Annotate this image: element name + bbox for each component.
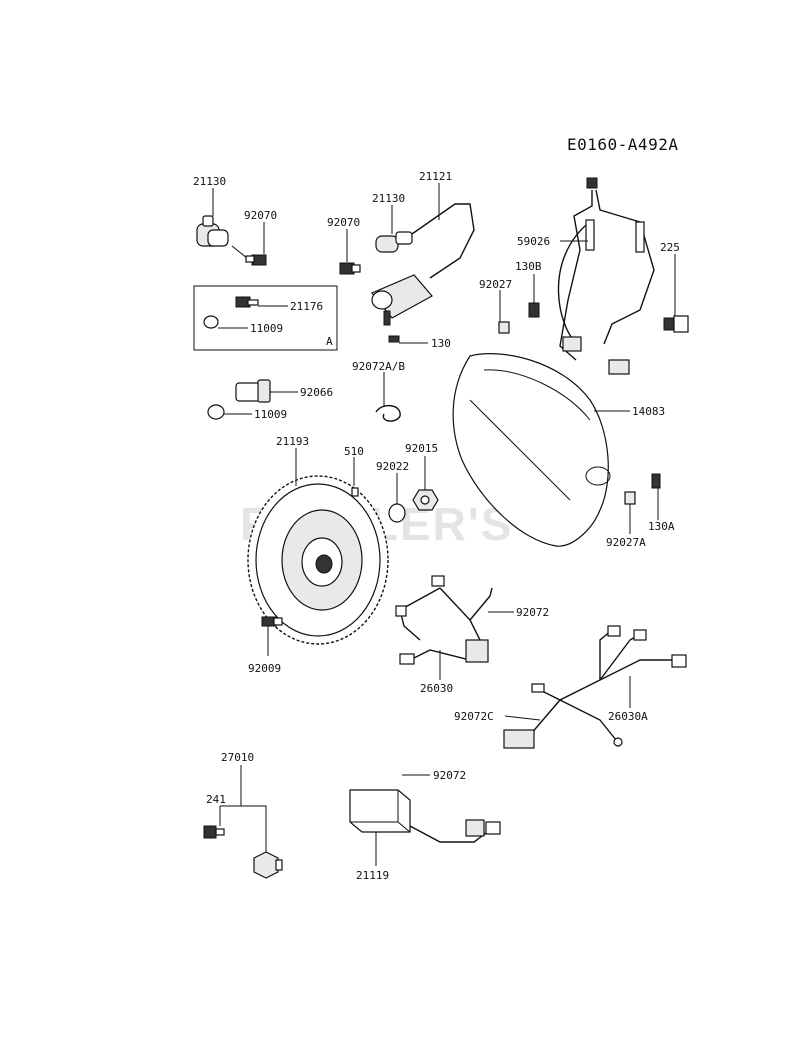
label-21193: 21193	[276, 435, 309, 448]
label-26030a: 26030A	[608, 710, 648, 723]
label-241: 241	[206, 793, 226, 806]
label-21121: 21121	[419, 170, 452, 183]
label-21176: 21176	[290, 300, 323, 313]
label-26030: 26030	[420, 682, 453, 695]
label-92009: 92009	[248, 662, 281, 675]
washer-11009[interactable]	[207, 404, 225, 420]
label-92027: 92027	[479, 278, 512, 291]
label-92070-plug-left: 92070	[244, 209, 277, 222]
label-21130-cap: 21130	[193, 175, 226, 188]
ignition-wire	[411, 203, 475, 279]
label-21119: 21119	[356, 869, 389, 882]
bolt-130[interactable]	[388, 335, 400, 343]
label-92066: 92066	[300, 386, 333, 399]
kit-box-a	[193, 285, 338, 351]
collar-92027a[interactable]	[624, 491, 636, 505]
label-130: 130	[431, 337, 451, 350]
clamp-92072ab[interactable]	[375, 405, 401, 422]
bolt-130b[interactable]	[528, 302, 540, 318]
collar-92027[interactable]	[498, 321, 510, 334]
label-130b: 130B	[515, 260, 542, 273]
spark-plug-right[interactable]	[339, 262, 361, 275]
key-510[interactable]	[351, 487, 359, 497]
label-92072ab: 92072A/B	[352, 360, 405, 373]
spark-plug-kit[interactable]	[235, 296, 259, 308]
flywheel-cover[interactable]	[452, 353, 611, 547]
label-92072c: 92072C	[454, 710, 494, 723]
ignition-coil[interactable]	[371, 274, 433, 326]
label-92072-regulator: 92072	[433, 769, 466, 782]
bolt-130a[interactable]	[651, 473, 661, 489]
label-510: 510	[344, 445, 364, 458]
kit-box-label: A	[326, 335, 333, 348]
label-11009-kit: 11009	[250, 322, 283, 335]
label-21130-cap-right: 21130	[372, 192, 405, 205]
bolt-92066[interactable]	[235, 379, 271, 403]
label-92022: 92022	[376, 460, 409, 473]
spark-plug-cap-right[interactable]	[375, 231, 413, 253]
leader-lines	[212, 183, 676, 866]
bolt-225[interactable]	[663, 315, 689, 333]
washer-92022[interactable]	[388, 503, 406, 523]
wiring-harness-26030a[interactable]	[503, 625, 687, 749]
label-225: 225	[660, 241, 680, 254]
diagram-code: E0160-A492A	[567, 135, 678, 154]
stator-wiring[interactable]	[557, 177, 655, 375]
nut-92015[interactable]	[412, 489, 439, 511]
label-59026: 59026	[517, 235, 550, 248]
label-11009: 11009	[254, 408, 287, 421]
label-92027a: 92027A	[606, 536, 646, 549]
bolt-92009[interactable]	[261, 616, 283, 627]
label-92072-harness: 92072	[516, 606, 549, 619]
label-14083: 14083	[632, 405, 665, 418]
oil-pressure-switch[interactable]	[253, 851, 283, 879]
label-92070-plug-right: 92070	[327, 216, 360, 229]
spark-plug-left[interactable]	[231, 245, 267, 266]
label-92015: 92015	[405, 442, 438, 455]
regulator-21119[interactable]	[349, 789, 501, 843]
spark-plug-cap-left[interactable]	[196, 215, 229, 247]
label-130a: 130A	[648, 520, 675, 533]
wiring-harness-26030[interactable]	[395, 575, 493, 665]
label-27010: 27010	[221, 751, 254, 764]
o-ring-in-kit[interactable]	[203, 315, 219, 329]
bolt-241[interactable]	[203, 825, 225, 839]
flywheel[interactable]	[247, 475, 389, 645]
